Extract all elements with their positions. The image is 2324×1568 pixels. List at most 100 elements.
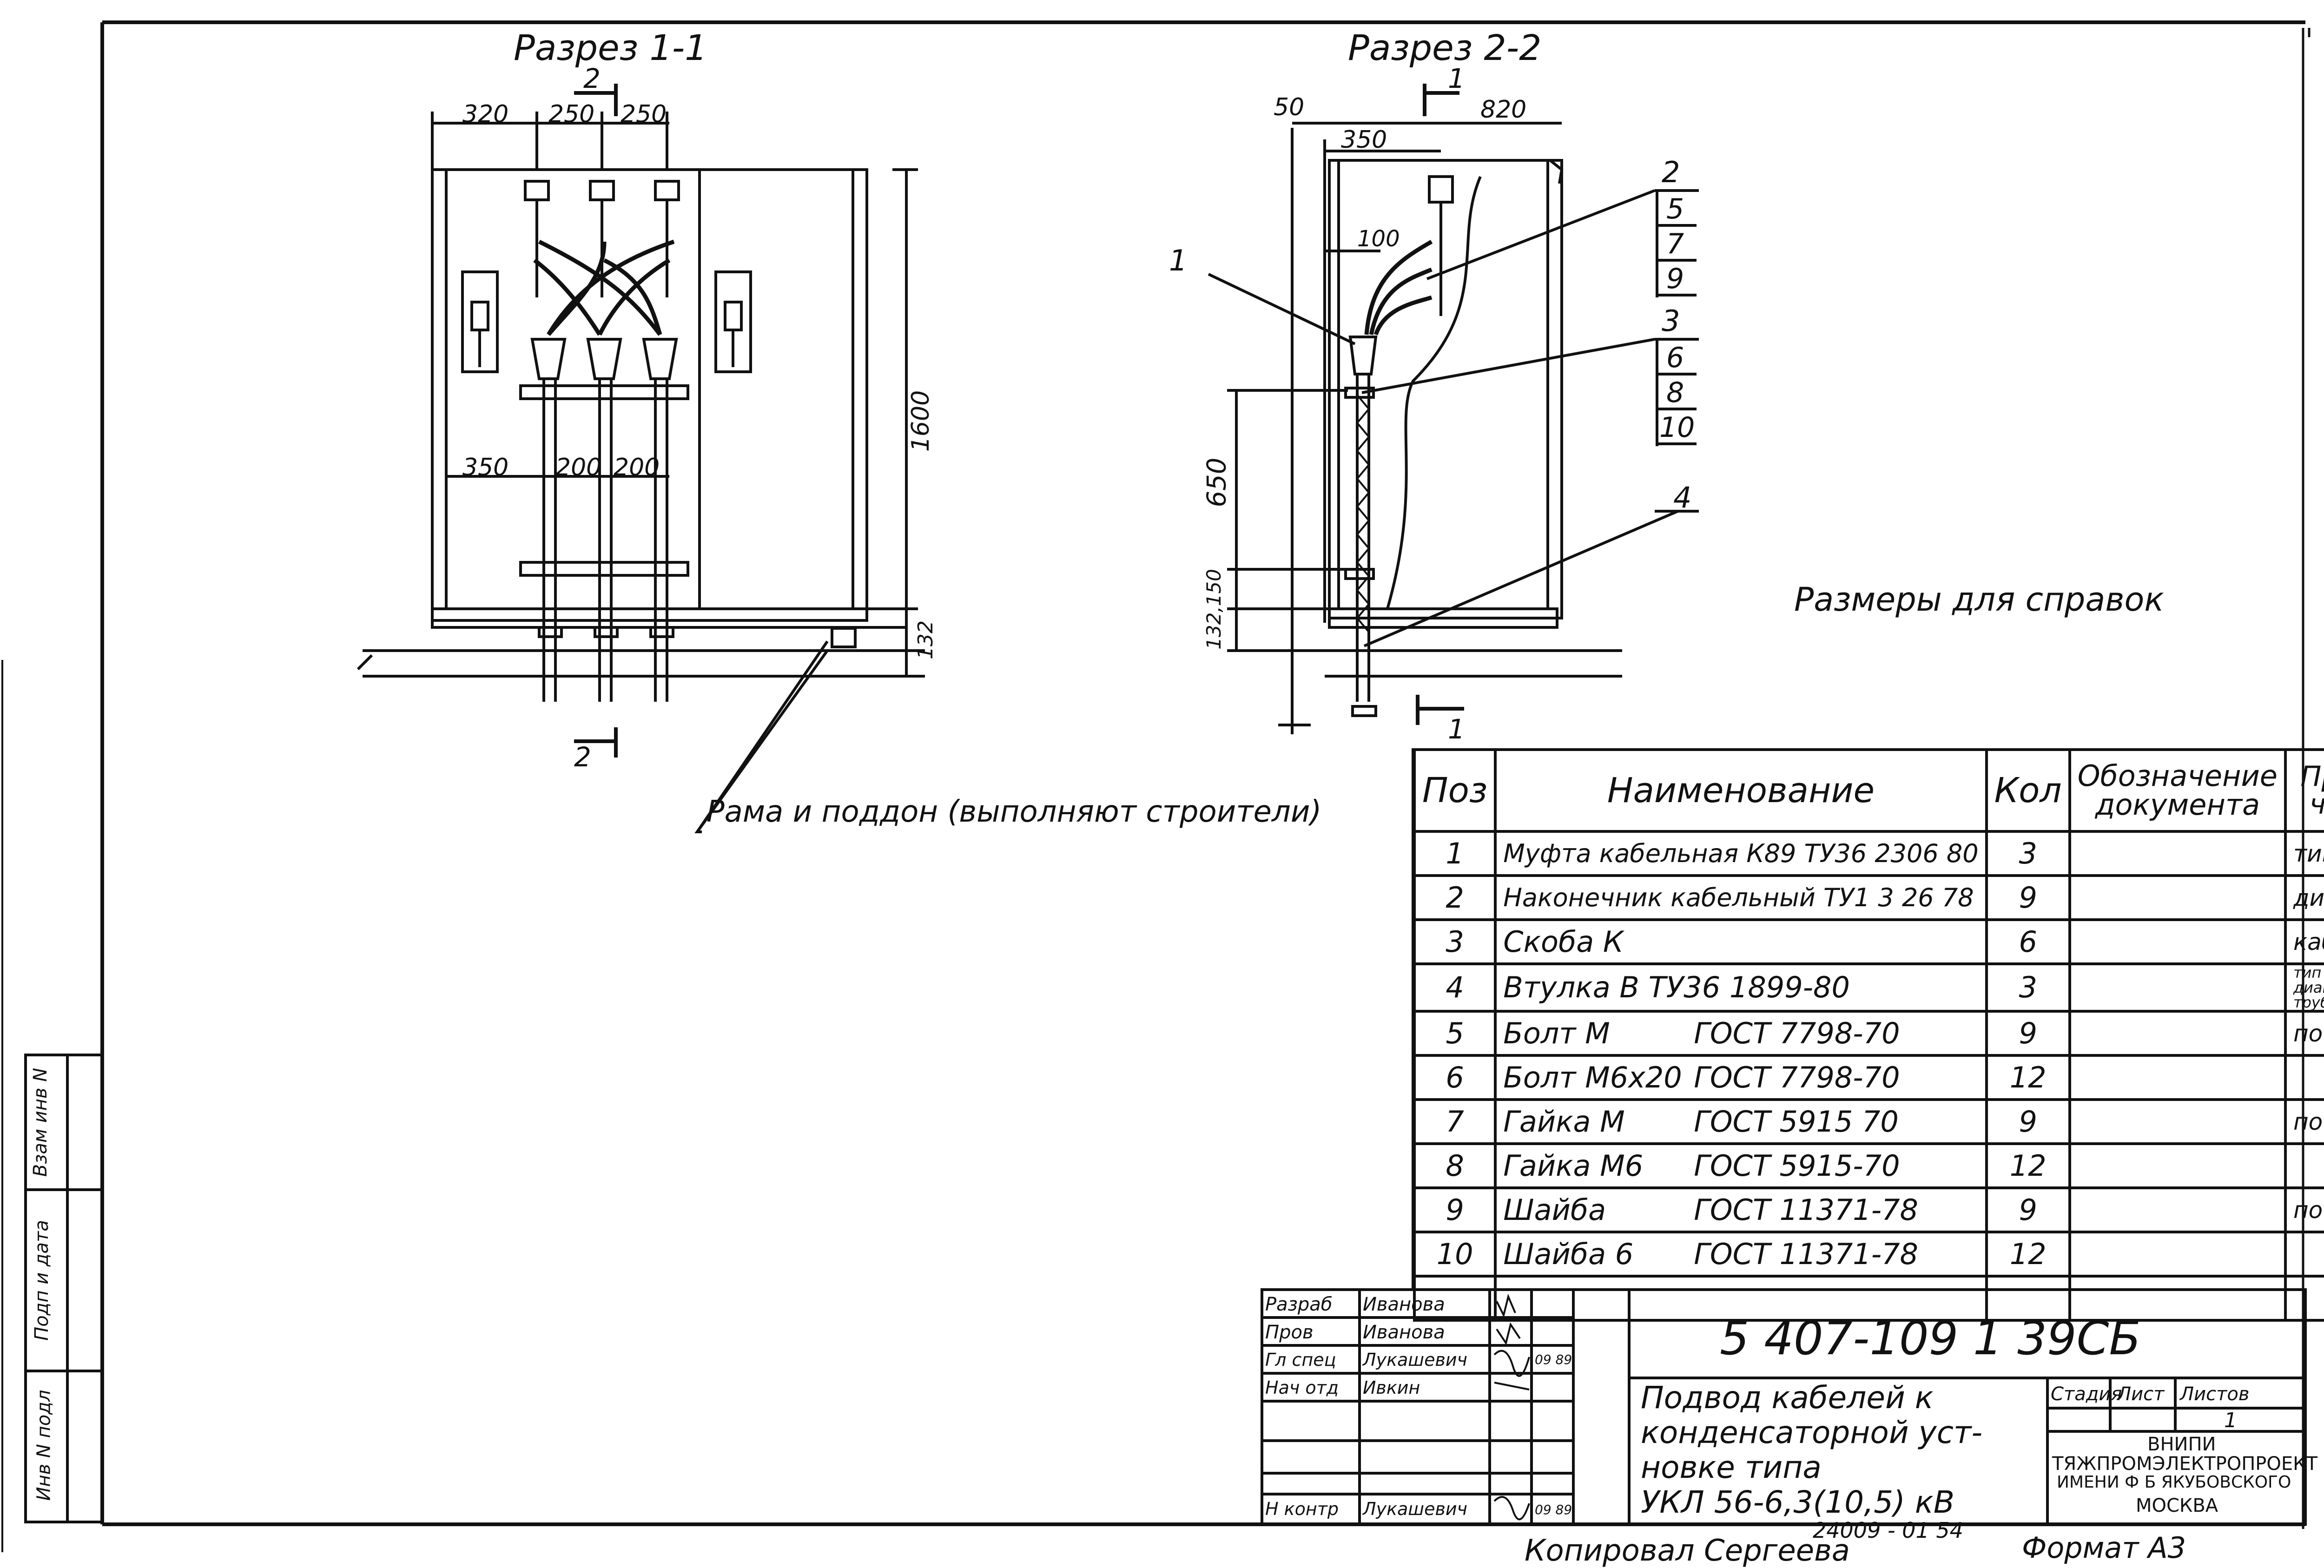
row-doc	[2068, 1275, 2287, 1322]
row-doc	[2068, 1142, 2287, 1189]
side-stamp-replace-inv: Взам инв N	[30, 1067, 52, 1177]
row-qty	[1985, 1275, 2071, 1322]
row-std: ГОСТ 11371-78	[1694, 1192, 1918, 1227]
callout-7: 7	[1666, 228, 1684, 260]
org-line-1: ВНИПИ	[2147, 1434, 2216, 1455]
row-name: Втулка В ТУ36 1899-80	[1494, 962, 1988, 1013]
table-row: 2 Наконечник кабельный ТУ1 3 26 78 9 диа…	[1413, 874, 2324, 921]
row-pos: 10	[1413, 1231, 1497, 1278]
callout-1: 1	[1169, 244, 1188, 277]
row-name	[1494, 1275, 1988, 1322]
sig-name: Иванова	[1363, 1322, 1445, 1343]
row-pos: 2	[1413, 874, 1497, 921]
row-doc	[2068, 1010, 2287, 1057]
header-qty: Кол	[1985, 748, 2071, 833]
dim-350-s2: 350	[1341, 126, 1387, 154]
signature-marks	[1493, 1293, 1530, 1521]
drawing-title-line-4: УКЛ 56-6,3(10,5) кВ	[1641, 1484, 1955, 1520]
row-doc	[2068, 1054, 2287, 1101]
spec-header-row: Поз Наименование Кол Обозначение докумен…	[1413, 748, 2324, 833]
section-1-1-title: Разрез 1-1	[514, 27, 707, 68]
col-sheet: Лист	[2117, 1384, 2165, 1405]
row-qty: 6	[1985, 918, 2071, 965]
drawing-designation: 5 407-109 1 39СБ	[1720, 1311, 2141, 1365]
table-row: 3 Скоба К 6 кабеля	[1413, 918, 2324, 965]
row-name-text: Муфта кабельная К89 ТУ36 2306 80	[1503, 838, 1979, 868]
dim-820: 820	[1480, 96, 1527, 124]
row-name: Шайба ГОСТ 11371-78	[1494, 1186, 1988, 1233]
dim-132: 132	[913, 620, 938, 659]
dim-250-a: 250	[548, 100, 595, 128]
row-qty: 12	[1985, 1142, 2071, 1189]
drawing-title-line-2: конденсаторной уст-	[1641, 1415, 1983, 1450]
sig-name: Лукашевич	[1363, 1499, 1467, 1519]
callout-3: 3	[1662, 304, 1680, 338]
side-stamp-sign-date: Подп и дата	[31, 1220, 53, 1341]
row-name-text: Наконечник кабельный ТУ1 3 26 78	[1503, 883, 1974, 912]
footer-code: 24009 - 01 54	[1813, 1518, 1963, 1543]
footer-format: Формат А3	[2022, 1531, 2186, 1565]
sig-role: Н контр	[1265, 1499, 1339, 1519]
callout-8: 8	[1666, 376, 1684, 409]
row-note: тип по диаметру трубы	[2284, 962, 2324, 1013]
row-name-text: Шайба	[1503, 1192, 1606, 1227]
dim-50: 50	[1274, 93, 1305, 121]
row-name-text: Скоба К	[1503, 924, 1624, 959]
dim-1600: 1600	[907, 390, 935, 452]
sig-role: Гл спец	[1265, 1350, 1336, 1370]
callout-4: 4	[1673, 481, 1692, 514]
row-doc	[2068, 918, 2287, 965]
dim-200-a: 200	[555, 454, 602, 481]
drawing-title-line-1: Подвод кабелей к	[1641, 1380, 1934, 1416]
row-std: ГОСТ 11371-78	[1694, 1237, 1918, 1271]
row-pos: 6	[1413, 1054, 1497, 1101]
row-note: кабеля	[2284, 918, 2324, 965]
dim-100: 100	[1357, 226, 1400, 252]
callout-6: 6	[1666, 342, 1684, 374]
reference-note: Размеры для справок	[1794, 580, 2164, 619]
cut-mark-2-top: 2	[583, 63, 601, 94]
row-pos: 8	[1413, 1142, 1497, 1189]
row-std: ГОСТ 5915-70	[1694, 1148, 1900, 1183]
header-doc: Обозначение документа	[2068, 748, 2287, 833]
sig-name: Ивкин	[1363, 1377, 1420, 1398]
row-doc	[2068, 874, 2287, 921]
row-qty: 3	[1985, 830, 2071, 877]
row-doc	[2068, 1231, 2287, 1278]
dim-350: 350	[462, 454, 509, 481]
col-sheets: Листов	[2180, 1384, 2250, 1405]
org-line-4: МОСКВА	[2136, 1495, 2218, 1516]
dim-250-b: 250	[621, 100, 667, 128]
row-note	[2284, 1142, 2324, 1189]
row-qty: 9	[1985, 874, 2071, 921]
org-line-2: ТЯЖПРОМЭЛЕКТРОПРОЕКТ	[2052, 1453, 2318, 1475]
cut-mark-1-bottom: 1	[1448, 713, 1465, 745]
sig-name: Иванова	[1363, 1294, 1445, 1315]
row-std: ГОСТ 7798-70	[1694, 1016, 1900, 1050]
sig-date: 09 89	[1535, 1502, 1572, 1517]
header-pos: Поз	[1413, 748, 1497, 833]
row-name-text: Втулка В ТУ36 1899-80	[1503, 970, 1850, 1004]
row-name: Скоба К	[1494, 918, 1988, 965]
row-name: Муфта кабельная К89 ТУ36 2306 80	[1494, 830, 1988, 877]
col-stage: Стадия	[2051, 1384, 2122, 1405]
section-2-2-title: Разрез 2-2	[1348, 27, 1542, 68]
callout-9: 9	[1666, 263, 1684, 295]
dim-650: 650	[1202, 457, 1232, 507]
row-qty: 9	[1985, 1186, 2071, 1233]
frame-note: Рама и поддон (выполняют строители)	[706, 795, 1322, 829]
row-doc	[2068, 1098, 2287, 1145]
dim-320: 320	[462, 100, 509, 128]
row-name-text: Гайка М	[1503, 1104, 1625, 1139]
table-row-empty	[1413, 1275, 2324, 1322]
row-qty: 3	[1985, 962, 2071, 1013]
section-2-2-drawing	[1208, 84, 1699, 734]
